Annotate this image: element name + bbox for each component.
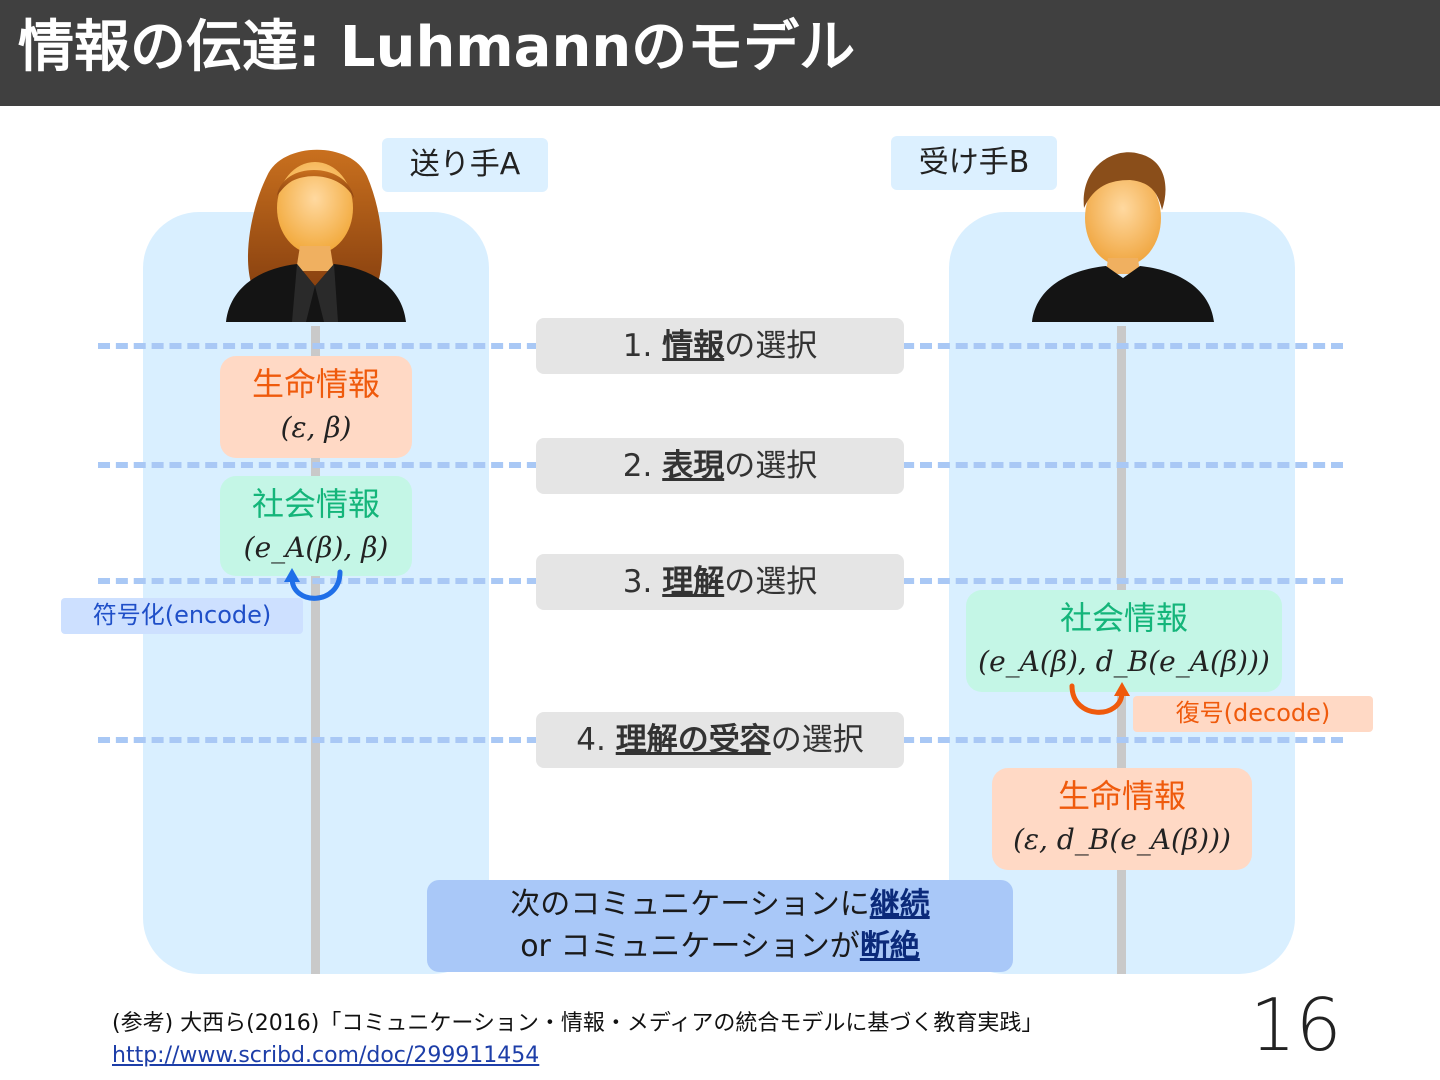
- reference-text: (参考) 大西ら(2016)「コミュニケーション・情報・メディアの統合モデルに基…: [112, 1011, 1044, 1036]
- decode-arrow-icon: [1069, 682, 1130, 715]
- continuation-line-2: or コミュニケーションが断絶: [427, 926, 1013, 968]
- sender-bio-title: 生命情報: [251, 365, 380, 403]
- step-2-number: 2.: [622, 448, 653, 484]
- sender-bio-info-box: 生命情報 (ε, β): [220, 356, 412, 458]
- step-3-rest: の選択: [724, 564, 818, 600]
- encode-arrow-icon: [284, 568, 343, 601]
- step-1-number: 1.: [622, 328, 653, 364]
- page-number: 16: [1250, 983, 1342, 1067]
- step-3: 3. 理解の選択: [536, 554, 904, 610]
- step-2-key: 表現: [662, 448, 725, 484]
- sender-label: 送り手A: [382, 138, 548, 192]
- receiver-label: 受け手B: [891, 136, 1057, 190]
- step-1-rest: の選択: [724, 328, 818, 364]
- receiver-bio-formula: (ε, d_B(e_A(β))): [1013, 823, 1231, 856]
- step-1-key: 情報: [662, 328, 725, 364]
- step-4: 4. 理解の受容の選択: [536, 712, 904, 768]
- sender-timeline: [311, 326, 320, 974]
- step-2: 2. 表現の選択: [536, 438, 904, 494]
- continuation-line-1: 次のコミュニケーションに継続: [427, 884, 1013, 926]
- reference-link[interactable]: http://www.scribd.com/doc/299911454: [112, 1043, 540, 1068]
- title-bar: [0, 0, 1440, 106]
- receiver-social-title: 社会情報: [1059, 599, 1188, 637]
- encode-label: 符号化(encode): [61, 598, 303, 634]
- step-3-number: 3.: [622, 564, 653, 600]
- sender-social-title: 社会情報: [251, 485, 380, 523]
- male-person-icon: [1032, 152, 1214, 322]
- step-2-rest: の選択: [724, 448, 818, 484]
- continuation-line-2-text: or コミュニケーションが: [520, 929, 860, 964]
- sender-social-formula: (e_A(β), β): [243, 531, 389, 564]
- step-1: 1. 情報の選択: [536, 318, 904, 374]
- receiver-social-formula: (e_A(β), d_B(e_A(β))): [978, 645, 1270, 678]
- receiver-bio-title: 生命情報: [1057, 777, 1186, 815]
- page-title: 情報の伝達: Luhmannのモデル: [18, 15, 856, 80]
- continue-keyword: 継続: [869, 887, 930, 922]
- break-keyword: 断絶: [859, 929, 920, 964]
- receiver-social-info-box: 社会情報 (e_A(β), d_B(e_A(β))): [966, 590, 1282, 692]
- female-person-icon: [226, 149, 406, 322]
- step-4-rest: の選択: [770, 722, 864, 758]
- step-4-number: 4.: [576, 722, 606, 758]
- reference: (参考) 大西ら(2016)「コミュニケーション・情報・メディアの統合モデルに基…: [112, 1008, 1043, 1072]
- sender-bio-formula: (ε, β): [280, 411, 352, 444]
- sender-social-info-box: 社会情報 (e_A(β), β): [220, 476, 412, 576]
- step-4-key: 理解の受容: [615, 722, 771, 758]
- continuation-box: 次のコミュニケーションに継続 or コミュニケーションが断絶: [427, 880, 1013, 972]
- step-3-key: 理解: [662, 564, 725, 600]
- continuation-line-1-text: 次のコミュニケーションに: [510, 887, 870, 922]
- receiver-bio-info-box: 生命情報 (ε, d_B(e_A(β))): [992, 768, 1252, 870]
- decode-label: 復号(decode): [1133, 696, 1373, 732]
